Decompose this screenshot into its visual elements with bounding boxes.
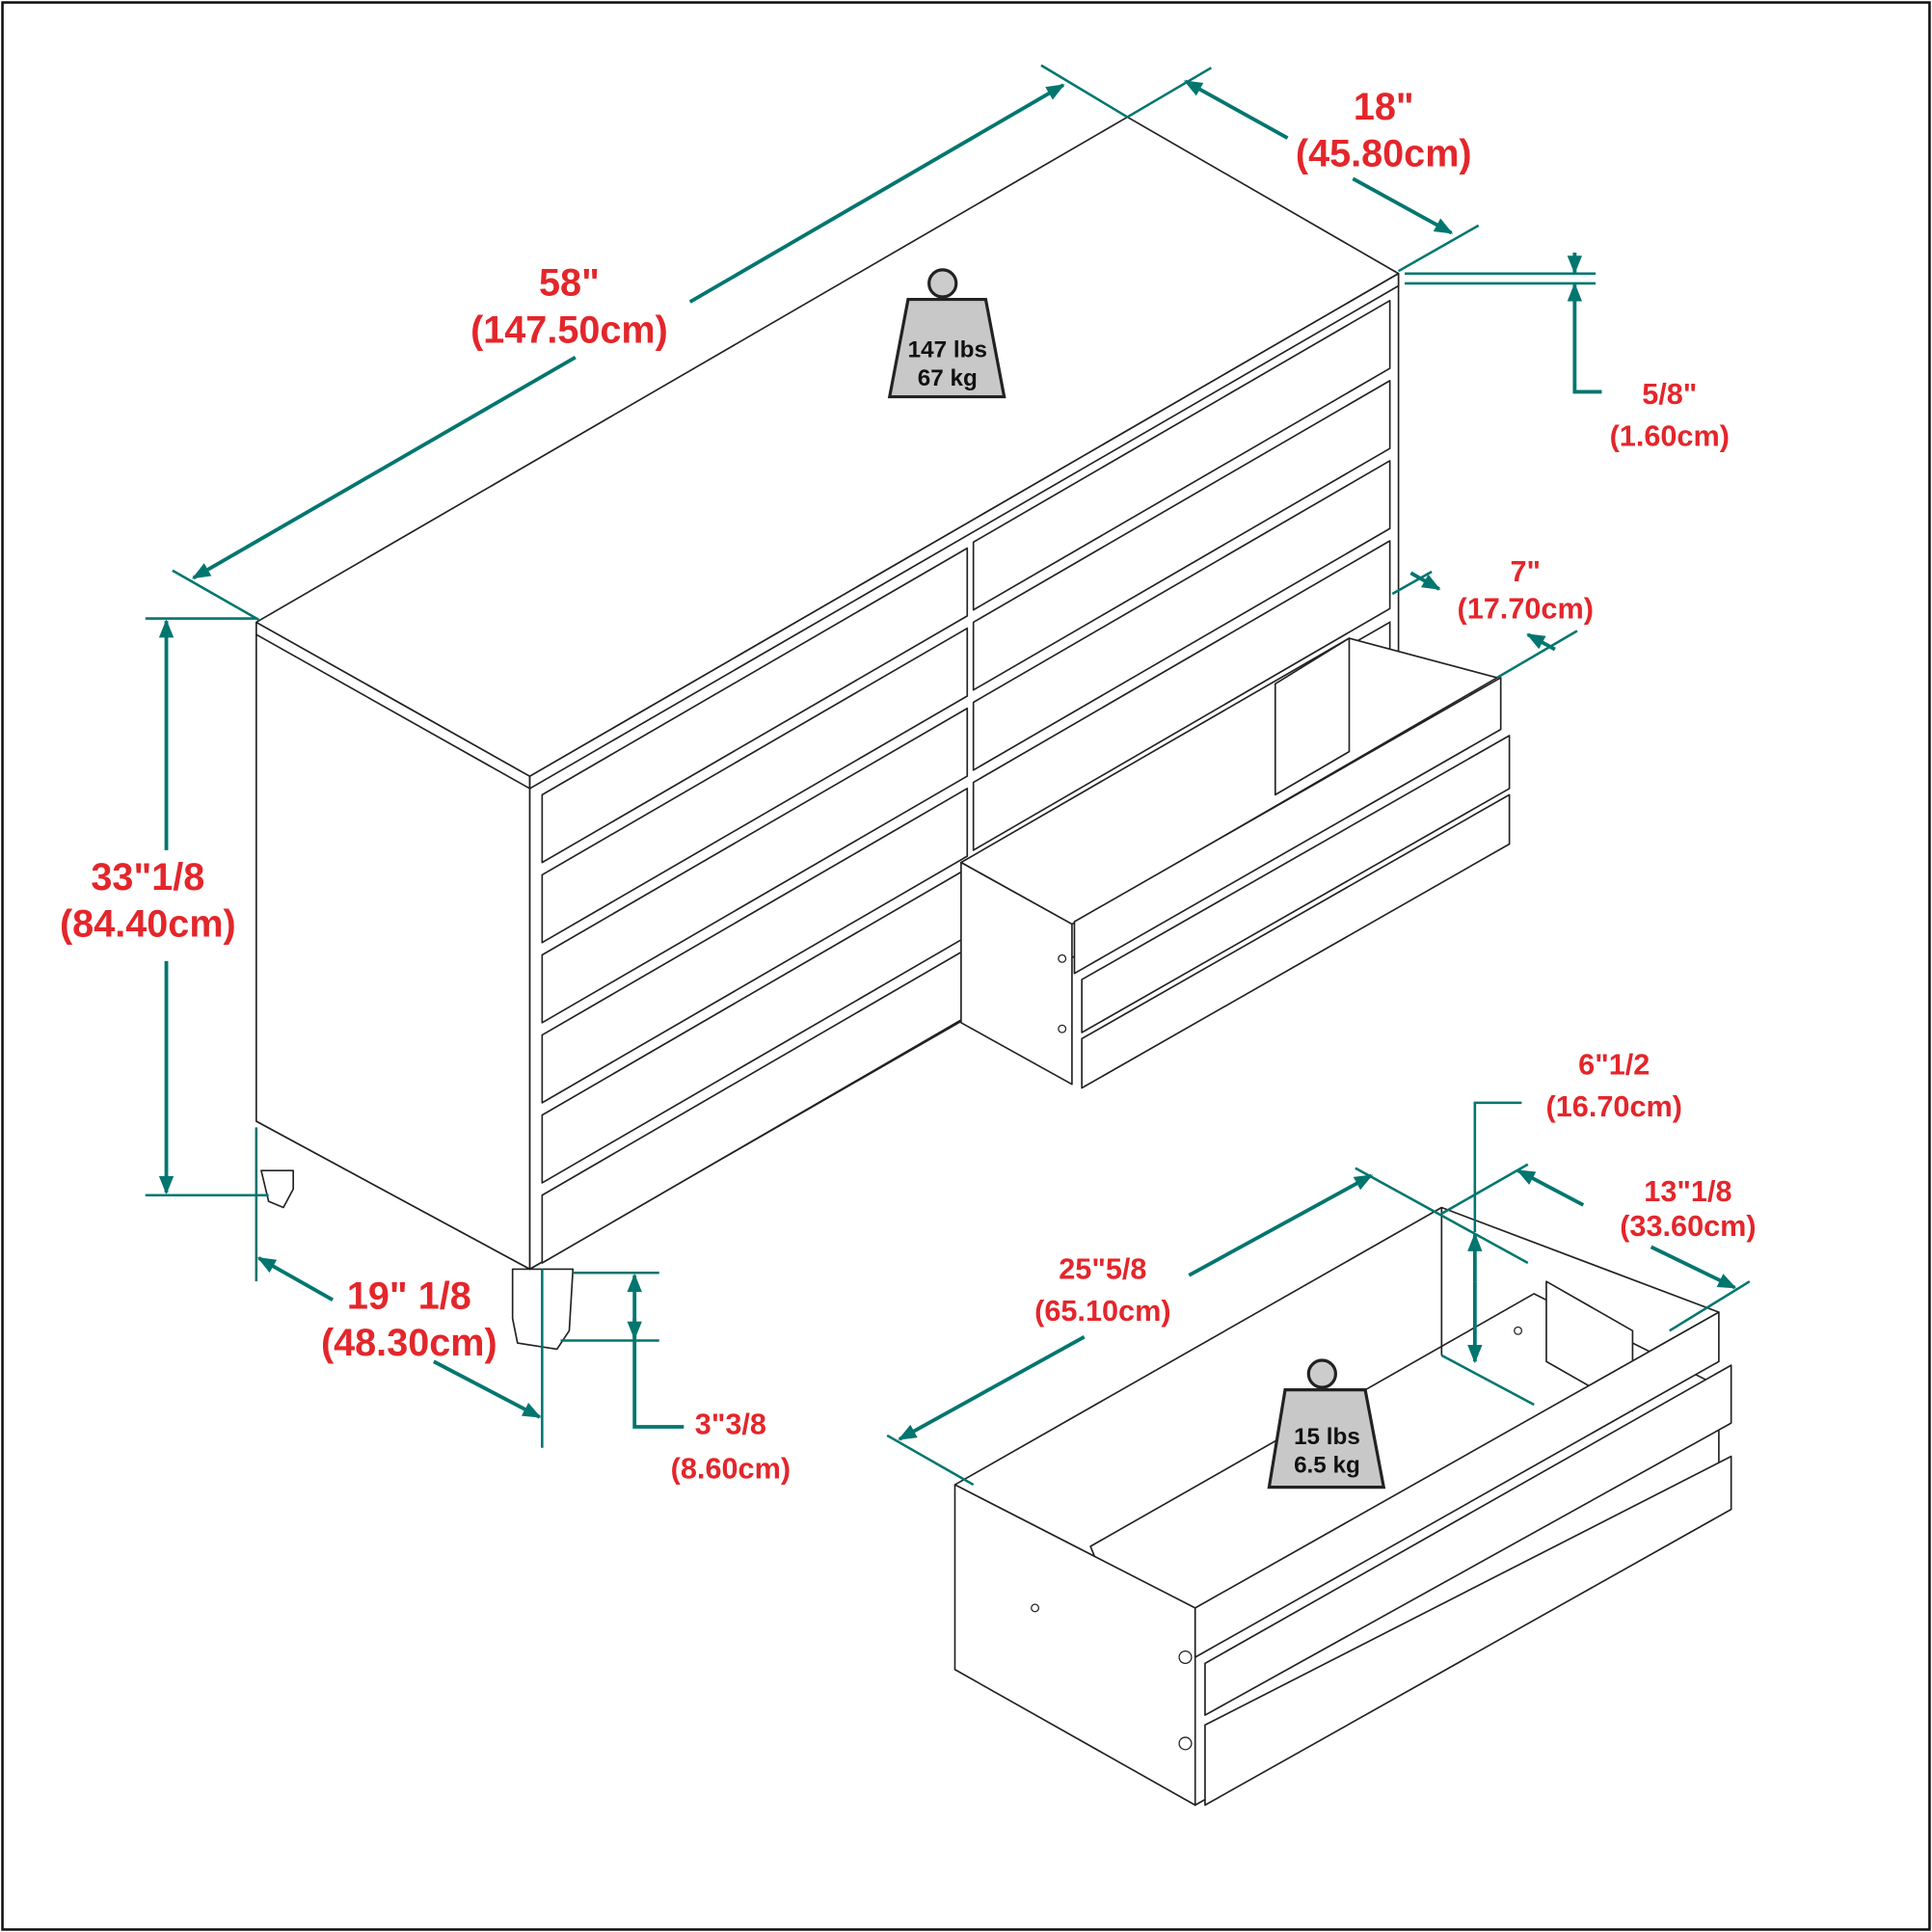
drawer-front-slat bbox=[1204, 1364, 1732, 1716]
drawer-height-cm: (17.70cm) bbox=[1458, 593, 1594, 626]
top-thickness-cm: (1.60cm) bbox=[1610, 420, 1730, 453]
back-leg bbox=[260, 1169, 295, 1209]
width-arrow bbox=[191, 355, 577, 580]
drawer-depth-arrow bbox=[1516, 1168, 1585, 1207]
drawer-front bbox=[972, 460, 1391, 771]
side-depth-arrow bbox=[256, 1256, 335, 1302]
drawer-front bbox=[541, 627, 969, 944]
top-edge bbox=[528, 272, 1400, 790]
leg-height-inches: 3"3/8 bbox=[695, 1409, 766, 1441]
open-drawer-slat bbox=[1081, 735, 1511, 1033]
side-depth-cm: (48.30cm) bbox=[321, 1322, 497, 1364]
width-inches: 58" bbox=[539, 262, 600, 305]
side-depth-arrow bbox=[432, 1359, 542, 1419]
open-drawer-slat bbox=[1081, 793, 1511, 1089]
drawer-front bbox=[972, 380, 1391, 691]
dimension-labels: 58" (147.50cm) 18" (45.80cm) 5/8" (1.60c… bbox=[60, 86, 1757, 1486]
height-inches: 33"1/8 bbox=[91, 856, 204, 899]
open-drawer bbox=[960, 637, 1511, 1089]
drawer-front-slat bbox=[1204, 1455, 1732, 1807]
drawer-front bbox=[972, 540, 1391, 851]
drawer-front bbox=[541, 707, 969, 1024]
drawer-depth-cm: (33.60cm) bbox=[1620, 1210, 1756, 1243]
depth-cm: (45.80cm) bbox=[1296, 133, 1472, 175]
drawer-weight-lbs: 15 lbs bbox=[1294, 1424, 1360, 1450]
drawer-front bbox=[972, 299, 1391, 611]
drawer-weight-icon: 15 lbs 6.5 kg bbox=[1267, 1358, 1386, 1489]
top-thickness-inches: 5/8" bbox=[1642, 378, 1697, 411]
drawer-height-inches: 7" bbox=[1510, 555, 1541, 588]
drawer-front bbox=[541, 547, 969, 864]
height-cm: (84.40cm) bbox=[60, 902, 236, 945]
drawer-depth-inches: 13"1/8 bbox=[1644, 1175, 1731, 1208]
closed-drawers bbox=[541, 299, 1391, 1264]
drawer-width-arrow bbox=[898, 1335, 1086, 1441]
drawer-side bbox=[953, 1484, 1196, 1807]
width-arrow bbox=[688, 83, 1065, 304]
leg-height-arrow bbox=[632, 1293, 684, 1429]
drawer-weight-kg: 6.5 kg bbox=[1294, 1452, 1360, 1478]
depth-arrow bbox=[1183, 79, 1289, 140]
drawer-front-slat bbox=[1194, 1311, 1720, 1658]
depth-arrow bbox=[1352, 176, 1454, 235]
dresser-weight-kg: 67 kg bbox=[918, 365, 978, 391]
open-drawer-back bbox=[1274, 637, 1351, 796]
top-thickness-arrow bbox=[1567, 282, 1602, 394]
drawer-inner-height-inches: 6"1/2 bbox=[1578, 1048, 1650, 1081]
drawer-front bbox=[541, 788, 969, 1104]
dresser-weight-icon: 147 lbs 67 kg bbox=[887, 268, 1006, 399]
drawer-height-arrow bbox=[1526, 632, 1556, 652]
drawer-width-cm: (65.10cm) bbox=[1034, 1295, 1170, 1328]
depth-inches: 18" bbox=[1354, 86, 1414, 128]
width-cm: (147.50cm) bbox=[470, 309, 668, 351]
drawer-inner-height-cm: (16.70cm) bbox=[1546, 1090, 1682, 1123]
side-depth-inches: 19" 1/8 bbox=[347, 1275, 471, 1317]
leg-height-cm: (8.60cm) bbox=[671, 1453, 791, 1486]
dimension-lines bbox=[145, 64, 1751, 1487]
open-drawer-side bbox=[960, 861, 1073, 1086]
dresser-weight-lbs: 147 lbs bbox=[908, 337, 987, 363]
open-drawer-slat bbox=[1073, 677, 1502, 975]
drawer-width-inches: 25"5/8 bbox=[1059, 1253, 1146, 1286]
